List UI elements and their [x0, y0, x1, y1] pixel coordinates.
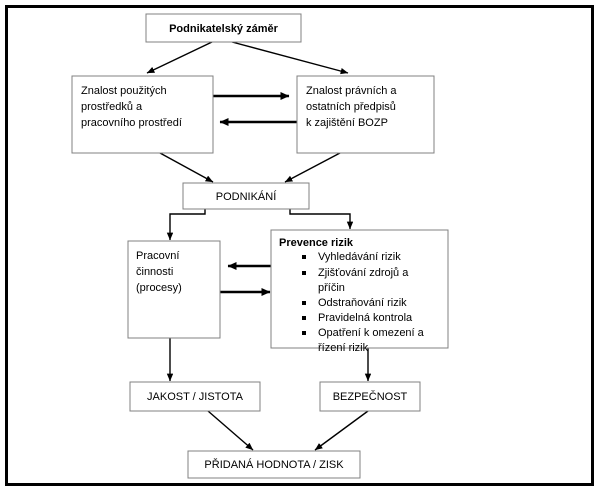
node-work-activities-line-2: činnosti — [136, 266, 173, 278]
connector-plan-to-knowledge-right — [231, 41, 349, 75]
node-added-value-label: PŘIDANÁ HODNOTA / ZISK — [204, 458, 344, 471]
node-work-activities-line-1: Pracovní — [136, 250, 179, 262]
node-knowledge-legislation: Znalost právních a ostatních předpisů k … — [296, 75, 435, 154]
node-work-activities: Pracovní činnosti (procesy) — [127, 240, 221, 339]
node-risk-prevention: Prevence rizik Vyhledávání rizik Zjišťov… — [270, 229, 449, 354]
risk-item-2-line-1: Zjišťování zdrojů a — [318, 267, 409, 279]
node-knowledge-resources-box — [71, 75, 214, 154]
bullet-square-icon — [302, 316, 306, 320]
risk-item-3-line-1: Odstraňování rizik — [318, 297, 407, 309]
bullet-square-icon — [302, 271, 306, 275]
connector-business-to-activities — [166, 209, 206, 241]
node-business-box — [182, 182, 310, 210]
node-knowledge-legislation-line-1: Znalost právních a — [306, 85, 397, 97]
node-knowledge-resources-line-3: pracovního prostředí — [81, 117, 182, 129]
risk-item-5-line-1: Opatření k omezení a — [318, 327, 425, 339]
connector-business-to-risk-prevention — [289, 209, 354, 230]
node-safety-label: BEZPEČNOST — [333, 390, 408, 403]
risk-item-2-line-2: příčin — [318, 282, 345, 294]
bullet-square-icon — [302, 331, 306, 335]
node-business-plan-box — [145, 13, 302, 43]
node-added-value-box — [187, 450, 361, 479]
risk-item-5-line-2: řízení rizik — [318, 342, 369, 354]
connector-knowledge-right-to-business — [284, 152, 341, 183]
node-knowledge-resources-line-1: Znalost použitých — [81, 85, 167, 97]
risk-item-1-line-1: Vyhledávání rizik — [318, 251, 401, 263]
node-quality-label: JAKOST / JISTOTA — [147, 391, 244, 403]
connector-safety-to-value — [314, 410, 369, 451]
node-knowledge-legislation-line-2: ostatních předpisů — [306, 101, 396, 113]
node-safety-box — [319, 381, 421, 412]
node-business: PODNIKÁNÍ — [182, 182, 310, 210]
risk-item-4-line-1: Pravidelná kontrola — [318, 312, 413, 324]
node-knowledge-resources: Znalost použitých prostředků a pracovníh… — [71, 75, 214, 154]
node-business-plan: Podnikatelský záměr — [145, 13, 302, 43]
connector-knowledge-left-to-business — [159, 152, 214, 183]
node-quality-box — [129, 381, 261, 412]
connector-plan-to-knowledge-left — [146, 41, 213, 74]
node-business-label: PODNIKÁNÍ — [216, 190, 277, 203]
node-quality: JAKOST / JISTOTA — [129, 381, 261, 412]
node-added-value: PŘIDANÁ HODNOTA / ZISK — [187, 450, 361, 479]
node-knowledge-legislation-box — [296, 75, 435, 154]
bullet-square-icon — [302, 255, 306, 259]
node-safety: BEZPEČNOST — [319, 381, 421, 412]
bullet-square-icon — [302, 301, 306, 305]
node-business-plan-label: Podnikatelský záměr — [169, 23, 279, 35]
node-work-activities-line-3: (procesy) — [136, 282, 182, 294]
node-risk-prevention-box — [270, 229, 449, 349]
node-knowledge-legislation-line-3: k zajištění BOZP — [306, 117, 388, 129]
node-risk-prevention-heading: Prevence rizik — [279, 237, 354, 249]
node-work-activities-box — [127, 240, 221, 339]
node-knowledge-resources-line-2: prostředků a — [81, 101, 143, 113]
connector-quality-to-value — [207, 410, 254, 451]
